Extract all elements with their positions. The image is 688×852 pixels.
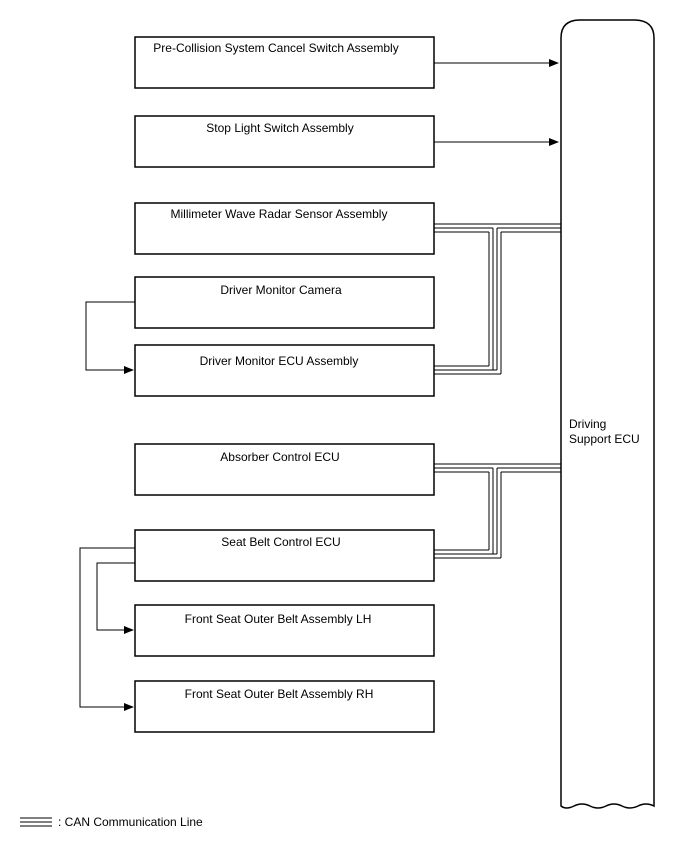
box-absorber-control-ecu: Absorber Control ECU <box>134 443 435 496</box>
arrow-seatbelt-to-lh <box>96 562 135 634</box>
arrow-seatbelt-to-rh <box>79 547 135 711</box>
box-driver-monitor-ecu: Driver Monitor ECU Assembly <box>134 344 435 397</box>
box-front-seat-belt-lh: Front Seat Outer Belt Assembly LH <box>134 604 435 657</box>
box-label: Absorber Control ECU <box>220 450 339 464</box>
ecu-label-line1: Driving <box>569 417 606 431</box>
box-mmw-radar: Millimeter Wave Radar Sensor Assembly <box>134 202 435 255</box>
box-label: Front Seat Outer Belt Assembly LH <box>185 612 372 626</box>
box-label: Pre-Collision System Cancel Switch Assem… <box>153 41 398 55</box>
can-bus-2 <box>434 463 561 559</box>
can-bus-1 <box>434 223 561 375</box>
box-label: Millimeter Wave Radar Sensor Assembly <box>171 207 388 221</box>
legend: : CAN Communication Line <box>20 815 203 829</box>
box-label: Driver Monitor ECU Assembly <box>200 354 359 368</box>
driving-support-ecu: Driving Support ECU <box>560 19 655 809</box>
box-label: Stop Light Switch Assembly <box>206 121 353 135</box>
box-label: Front Seat Outer Belt Assembly RH <box>185 687 374 701</box>
arrow-camera-to-monitor-ecu <box>85 301 135 374</box>
ecu-label-line2: Support ECU <box>569 432 640 446</box>
box-stop-light-switch: Stop Light Switch Assembly <box>134 115 435 168</box>
box-driver-monitor-camera: Driver Monitor Camera <box>134 276 435 329</box>
box-seat-belt-control-ecu: Seat Belt Control ECU <box>134 529 435 582</box>
box-front-seat-belt-rh: Front Seat Outer Belt Assembly RH <box>134 680 435 733</box>
box-label: Seat Belt Control ECU <box>221 535 340 549</box>
box-pcs-cancel-switch: Pre-Collision System Cancel Switch Assem… <box>134 36 435 89</box>
box-label: Driver Monitor Camera <box>220 283 342 297</box>
legend-can-label: : CAN Communication Line <box>58 815 203 829</box>
